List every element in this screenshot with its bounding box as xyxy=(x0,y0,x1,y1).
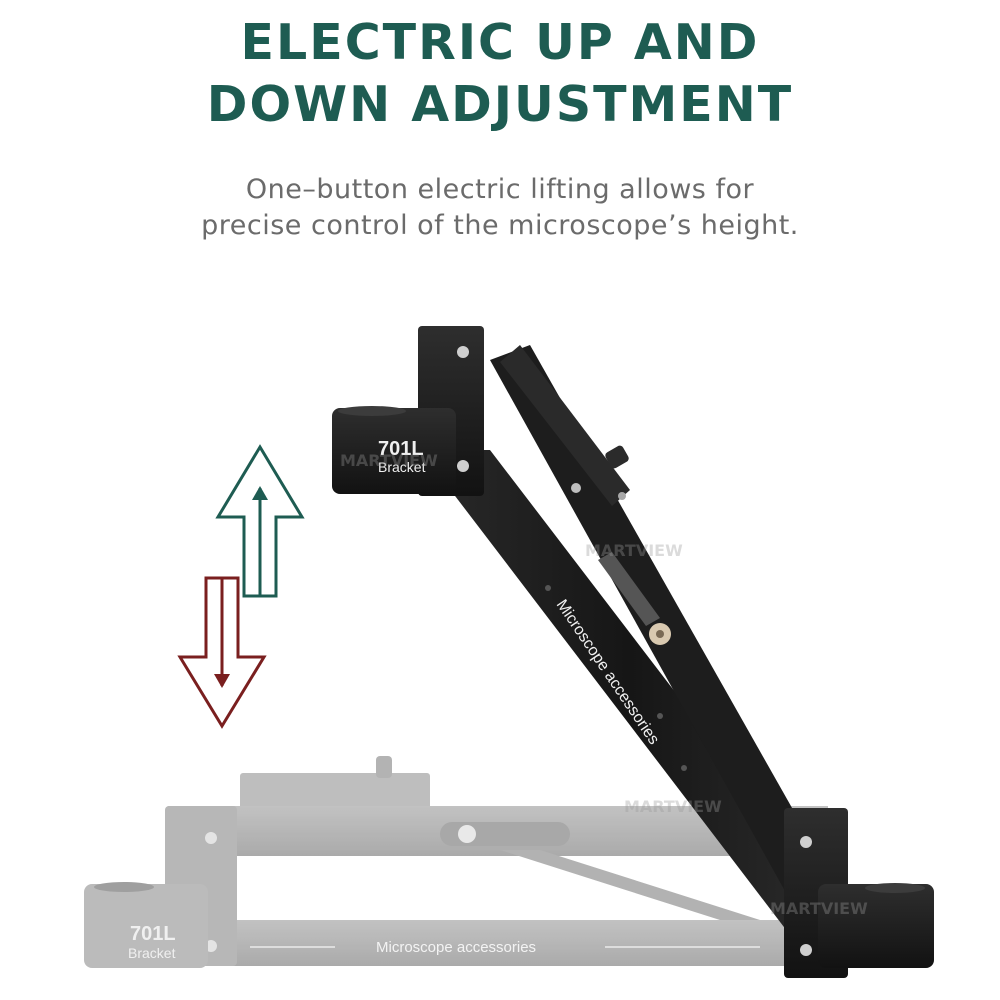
watermark: MARTVIEW xyxy=(770,899,868,918)
bottom-clamp xyxy=(818,884,934,968)
lowered-model-label: 701L xyxy=(130,923,176,945)
lowered-lower-bar xyxy=(230,920,790,966)
arm-slot xyxy=(598,552,660,626)
headline-line-2: DOWN ADJUSTMENT xyxy=(206,76,794,133)
subtitle: One–button electric lifting allows for p… xyxy=(0,172,1000,244)
type-label: Bracket xyxy=(378,459,426,475)
lowered-slot-screw xyxy=(458,825,476,843)
subtitle-line-1: One–button electric lifting allows for xyxy=(245,174,755,205)
lowered-arm-label: Microscope accessories xyxy=(376,939,536,956)
subtitle-line-2: precise control of the microscope’s heig… xyxy=(201,210,799,241)
model-label: 701L xyxy=(378,438,424,460)
lowered-knob xyxy=(376,756,392,778)
up-down-arrows-icon xyxy=(177,444,305,729)
rail-slider xyxy=(500,345,630,506)
watermark: MARTVIEW xyxy=(340,451,438,470)
raised-bracket: 701L Bracket Microscope accessories xyxy=(332,326,934,978)
rail-knob xyxy=(605,445,629,469)
lowered-type-label: Bracket xyxy=(128,945,176,961)
lowered-clamp xyxy=(84,884,208,968)
lowered-slider xyxy=(240,773,430,815)
watermark: MARTVIEW xyxy=(624,797,722,816)
headline-line-1: ELECTRIC UP AND xyxy=(240,14,760,71)
headline: ELECTRIC UP AND DOWN ADJUSTMENT xyxy=(0,12,1000,136)
main-arm xyxy=(420,450,838,935)
watermark: MARTVIEW xyxy=(585,541,683,560)
lowered-strut xyxy=(500,850,760,920)
watermarks: MARTVIEW MARTVIEW MARTVIEW MARTVIEW xyxy=(340,451,868,918)
top-clamp xyxy=(332,408,456,494)
